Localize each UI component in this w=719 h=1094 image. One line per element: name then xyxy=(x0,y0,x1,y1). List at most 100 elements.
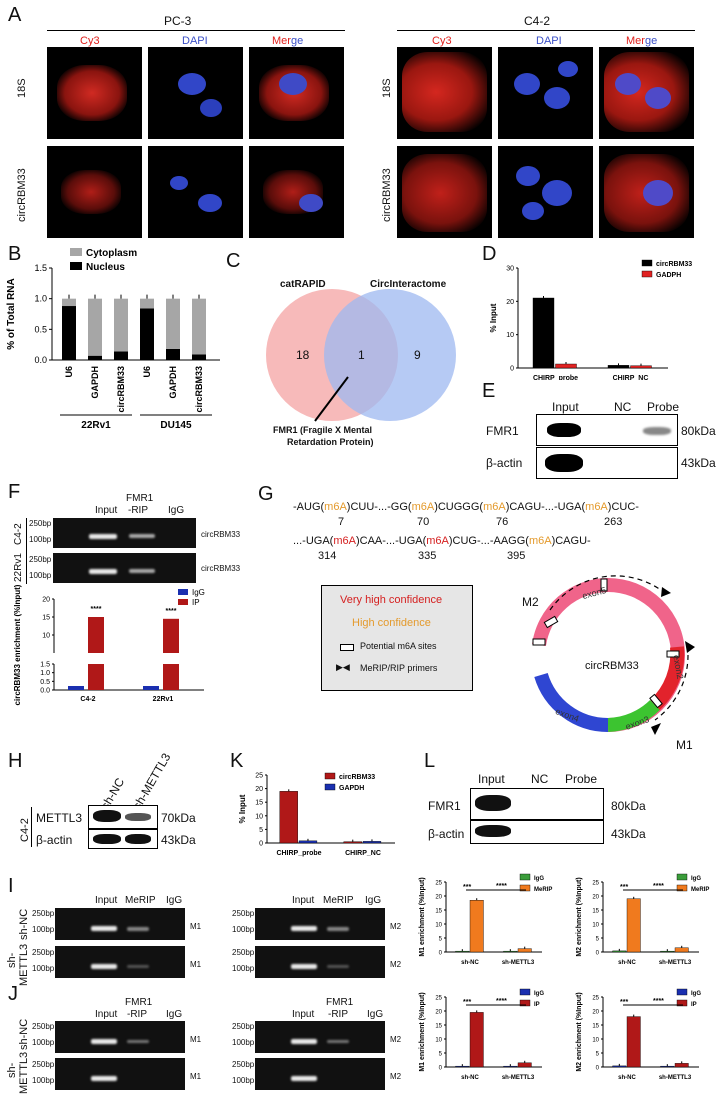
legend-IgG: IgG xyxy=(534,991,544,997)
ytick-label: 15 xyxy=(435,1024,442,1030)
legend-circRBM33: circRBM33 xyxy=(339,774,375,781)
ylabel: M1 enrichment (%Input) xyxy=(419,992,426,1071)
bar-IP xyxy=(626,1016,641,1068)
m1-dashed xyxy=(654,654,689,721)
g-pos-70: 70 xyxy=(417,516,430,528)
f-header-rip: -RIP xyxy=(128,505,148,516)
b-bar-nucleus xyxy=(140,308,154,360)
stat-label-1: *** xyxy=(620,884,628,891)
xtick-label: CHIRP_probe xyxy=(276,850,321,857)
venn-mid-count: 1 xyxy=(358,348,365,362)
stat-label-2: **** xyxy=(496,883,507,890)
i-gel-left-bottom xyxy=(55,946,185,978)
bar-MeRIP xyxy=(517,948,532,953)
j-header-igg-right: IgG xyxy=(367,1009,384,1020)
bar-IgG xyxy=(612,950,627,953)
venn-pointer xyxy=(314,376,349,422)
header-cy3-left: Cy3 xyxy=(80,35,100,47)
ytick-label: 5 xyxy=(596,1052,600,1058)
m6a-site-2 xyxy=(543,615,559,629)
bar-IgG xyxy=(660,1065,675,1068)
legend-circRBM33: circRBM33 xyxy=(656,261,692,268)
panel-label-a: A xyxy=(8,4,22,26)
bar-IP xyxy=(517,1062,532,1068)
f-ytick-label: 15 xyxy=(42,615,50,622)
f-ladder-250-1: 250bp xyxy=(29,519,52,528)
legend-MeRIP: MeRIP xyxy=(534,887,552,893)
g-pos-7: 7 xyxy=(338,516,345,528)
legend-IP: IP xyxy=(691,1002,697,1008)
panel-label-h: H xyxy=(8,750,23,772)
i-gel-right-bottom xyxy=(255,946,385,978)
b-bar-cytoplasm xyxy=(140,298,154,309)
b-legend-nucleus: Nucleus xyxy=(86,262,125,273)
xtick-label: CHIRP_NC xyxy=(613,375,649,380)
e-header-nc: NC xyxy=(614,400,632,414)
b-xtick-label: GAPDH xyxy=(90,366,100,399)
f-header-input: Input xyxy=(95,505,118,516)
b-bar-cytoplasm xyxy=(62,298,76,307)
primer-arrow-1 xyxy=(661,587,671,597)
j-ladder-l2: 100bp xyxy=(32,1038,55,1047)
xtick-label: sh-NC xyxy=(461,1075,479,1081)
venn-c xyxy=(266,289,456,422)
g-pos-314: 314 xyxy=(318,550,337,562)
ytick-label: 0 xyxy=(596,1066,600,1072)
legend-swatch-MeRIP xyxy=(676,884,688,892)
legend-MeRIP: MeRIP xyxy=(691,887,709,893)
i-m1-top: M1 xyxy=(190,922,202,931)
venn-left-count: 18 xyxy=(296,348,310,362)
bar-IgG xyxy=(612,1065,627,1068)
j-gel-right-top xyxy=(255,1021,385,1053)
i-ladder-r1: 250bp xyxy=(232,909,255,918)
row-label-circ-right: circRBM33 xyxy=(381,168,393,222)
b-bar-cytoplasm xyxy=(114,298,128,352)
j-gel-left-top xyxy=(55,1021,185,1053)
legend-swatch-GAPDH xyxy=(324,783,336,791)
h-row-actin: β-actin xyxy=(36,833,73,847)
ytick-label: 10 xyxy=(435,1038,442,1044)
i-header-input-right: Input xyxy=(292,895,315,906)
bar-circRBM33 xyxy=(532,297,555,369)
f-bar-ip-top xyxy=(163,618,179,653)
xtick-label: sh-METTL3 xyxy=(659,960,692,966)
l-size-43: 43kDa xyxy=(611,827,646,841)
j-row-sh: sh- xyxy=(6,1062,18,1078)
j-gel-left-bottom xyxy=(55,1058,185,1090)
xtick-label: sh-NC xyxy=(618,1075,636,1081)
panel-label-f: F xyxy=(8,481,21,503)
row-label-18s-left: 18S xyxy=(16,78,28,98)
f-row-22rv1: 22Rv1 xyxy=(13,553,24,582)
j-ladder-r1: 250bp xyxy=(232,1022,255,1031)
f-ladder-100-1: 100bp xyxy=(29,535,52,544)
e-row-fmr1: FMR1 xyxy=(486,424,519,438)
ytick-label: 0 xyxy=(439,1066,443,1072)
j-ladder-r4: 100bp xyxy=(232,1076,255,1085)
e-size-43: 43kDa xyxy=(681,456,716,470)
panel-label-g: G xyxy=(258,483,274,505)
bar-GADPH xyxy=(555,363,577,369)
f-header-fmr1: FMR1 xyxy=(126,493,154,504)
ytick-label: 10 xyxy=(255,813,263,820)
ytick-label: 5 xyxy=(439,937,443,943)
panel-label-l: L xyxy=(424,750,436,772)
legend-IgG: IgG xyxy=(534,876,544,882)
row-label-18s-right: 18S xyxy=(381,78,393,98)
exon5-arc-top xyxy=(532,578,609,647)
stat-label-2: **** xyxy=(653,883,664,890)
h-divider xyxy=(31,807,32,847)
legend-GADPH: GADPH xyxy=(656,272,681,279)
f-bar-ip-top xyxy=(88,617,104,653)
xtick-label: CHIRP_probe xyxy=(533,375,578,380)
micrograph-c42-circ-dapi xyxy=(498,146,593,238)
stat-label-1: *** xyxy=(463,999,471,1006)
b-group-label: DU145 xyxy=(160,420,192,431)
c42-title: C4-2 xyxy=(524,14,551,28)
header-cy3-right: Cy3 xyxy=(432,35,452,47)
venn-note-2: Retardation Protein) xyxy=(287,437,374,447)
g-legend-primers: MeRIP/RIP primers xyxy=(360,663,438,673)
ylabel: % Input xyxy=(489,303,498,332)
